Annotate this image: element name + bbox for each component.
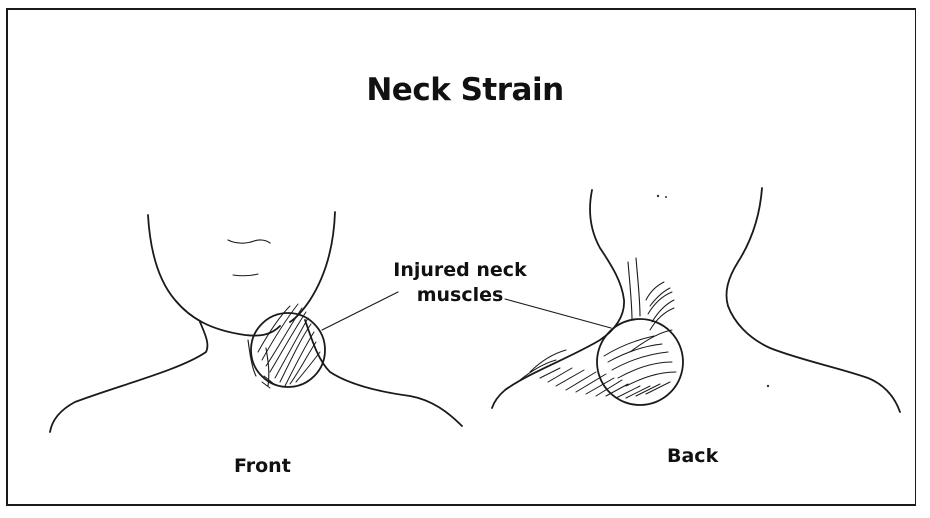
back-spine-line-2 [636, 258, 640, 316]
front-injury-circle [251, 313, 325, 387]
speck [665, 196, 667, 198]
front-neck-left [50, 322, 207, 432]
front-neck-right [305, 320, 462, 426]
back-neck-right [726, 188, 900, 412]
back-figure [492, 188, 900, 412]
front-head-outline [148, 215, 280, 336]
front-view-label: Front [234, 455, 291, 477]
front-chin-mark [233, 274, 258, 276]
front-figure [50, 212, 462, 432]
injured-neck-muscles-label: Injured neck muscles [380, 258, 540, 308]
back-spine-line [628, 262, 632, 320]
back-muscle-hatching [520, 282, 676, 398]
back-view-label: Back [667, 445, 718, 467]
front-mouth-mark [228, 240, 270, 243]
speck [657, 195, 659, 197]
front-muscle-hatching [258, 304, 320, 388]
speck [767, 385, 769, 387]
